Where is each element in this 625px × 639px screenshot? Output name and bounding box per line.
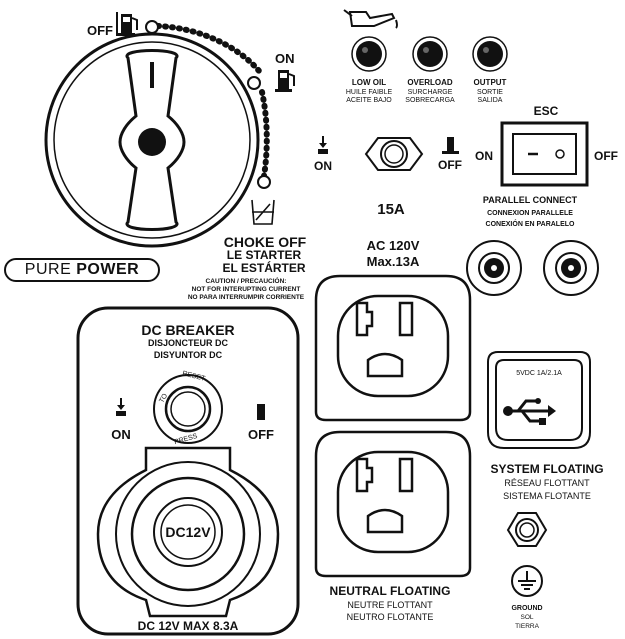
esc-title: ESC <box>533 104 559 118</box>
ac-breaker-button[interactable] <box>364 137 424 171</box>
low-oil-indicator <box>351 36 387 72</box>
overload-label: OVERLOAD <box>407 78 453 87</box>
ground-symbol-icon <box>511 565 543 597</box>
fuel-choke-knob[interactable] <box>44 32 260 248</box>
ac-breaker-on-label: ON <box>314 159 332 173</box>
dc-off-icon <box>257 404 265 420</box>
low-oil-spanish: ACEITE BAJO <box>346 97 392 104</box>
parallel-french: CONNEXION PARALLELE <box>487 210 573 217</box>
dc-socket-label: DC12V <box>165 524 211 540</box>
knob-hub <box>138 128 166 156</box>
system-floating-spanish: SISTEMA FLOTANTE <box>503 491 591 501</box>
breaker-on-arrow-icon <box>318 136 328 154</box>
ac-breaker-off-label: OFF <box>438 158 462 172</box>
choke-spanish: EL ESTÁRTER <box>222 261 306 275</box>
choke-position-marker <box>257 175 271 189</box>
caution-title: CAUTION / PRECAUCIÓN: <box>205 278 287 285</box>
choke-icon <box>251 199 275 225</box>
dc-breaker-title: DC BREAKER <box>141 322 235 338</box>
low-oil-french: HUILE FAIBLE <box>345 89 393 96</box>
brand-logo: PURE POWER <box>4 258 160 282</box>
output-french: SORTIE <box>477 89 503 96</box>
overload-spanish: SOBRECARGA <box>405 97 455 104</box>
usb-icon <box>503 398 556 425</box>
dc-off-label: OFF <box>248 427 274 442</box>
ground-title: GROUND <box>511 605 543 612</box>
dc-rating-label: DC 12V MAX 8.3A <box>137 619 239 633</box>
usb-rating-label: 5VDC 1A/2.1A <box>516 370 562 377</box>
ac-outlet-bottom[interactable] <box>314 430 472 578</box>
esc-on-label: ON <box>475 149 493 163</box>
system-floating-title: SYSTEM FLOATING <box>490 462 604 476</box>
neutral-floating-spanish: NEUTRO FLOTANTE <box>346 612 434 622</box>
output-label: OUTPUT <box>473 78 507 87</box>
output-indicator <box>472 36 508 72</box>
caution-spanish: NO PARA INTERRUMPIR CORRIENTE <box>187 294 305 301</box>
ac-voltage-label: AC 120V <box>366 238 420 253</box>
choke-french: LE STARTER <box>226 248 302 262</box>
dc-breaker-french: DISJONCTEUR DC <box>147 338 229 348</box>
overload-french: SURCHARGE <box>407 89 453 96</box>
dc-12v-socket[interactable] <box>96 446 280 618</box>
fuel-off-label: OFF <box>87 23 113 38</box>
parallel-jack-right[interactable] <box>543 240 599 296</box>
ac-outlet-top[interactable] <box>314 274 472 422</box>
parallel-title: PARALLEL CONNECT <box>482 195 578 205</box>
low-oil-label: LOW OIL <box>351 78 387 87</box>
on-position-marker <box>247 76 261 90</box>
brand-light: PURE <box>24 261 72 278</box>
neutral-floating-french: NEUTRE FLOTTANT <box>347 600 433 610</box>
dc-breaker-spanish: DISYUNTOR DC <box>153 350 223 360</box>
dc-breaker-reset-button[interactable] <box>153 374 223 444</box>
brand-bold: POWER <box>76 261 140 278</box>
esc-switch[interactable] <box>500 121 589 187</box>
dc-on-arrow-icon <box>116 398 126 416</box>
choke-title: CHOKE OFF <box>223 234 307 250</box>
neutral-floating-title: NEUTRAL FLOATING <box>329 584 451 598</box>
ac-breaker-rating: 15A <box>377 201 405 218</box>
system-floating-french: RÉSEAU FLOTTANT <box>504 478 590 488</box>
ground-spanish: TIERRA <box>515 623 539 630</box>
overload-indicator <box>412 36 448 72</box>
ground-french: SOL <box>520 614 534 621</box>
breaker-off-icon <box>442 137 459 154</box>
dc-on-label: ON <box>111 427 131 442</box>
fuel-pump-on-icon <box>275 70 295 92</box>
fuel-on-label: ON <box>275 51 295 66</box>
fuel-pump-off-icon <box>116 12 138 36</box>
ac-max-label: Max.13A <box>366 254 420 269</box>
off-position-marker <box>145 20 159 34</box>
caution-english: NOT FOR INTERUPTING CURRENT <box>191 286 301 293</box>
esc-off-label: OFF <box>594 149 618 163</box>
ground-terminal-nut[interactable] <box>506 512 548 547</box>
output-spanish: SALIDA <box>477 97 503 104</box>
parallel-spanish: CONEXIÓN EN PARALELO <box>485 221 575 228</box>
parallel-jack-left[interactable] <box>466 240 522 296</box>
oil-can-icon <box>343 9 398 29</box>
